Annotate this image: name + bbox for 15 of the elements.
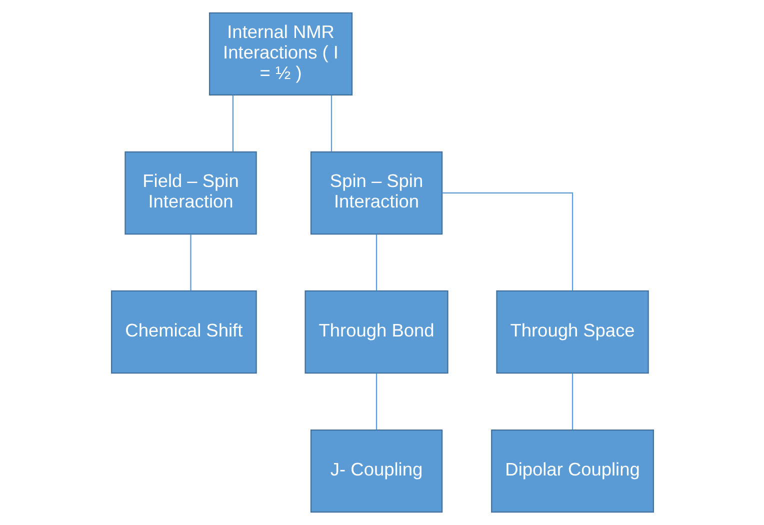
connector	[375, 373, 377, 430]
node-box: Internal NMR Interactions ( I = ½ )	[208, 12, 352, 96]
node-box: J- Coupling	[310, 429, 442, 513]
node-box: Dipolar Coupling	[490, 429, 654, 513]
connector	[571, 373, 573, 430]
node-box: Through Space	[496, 290, 648, 374]
node-box: Spin – Spin Interaction	[310, 151, 442, 235]
connector	[330, 95, 332, 152]
connector	[232, 95, 233, 152]
connector	[190, 234, 191, 291]
connector	[442, 192, 573, 291]
connector	[375, 234, 377, 291]
node-box: Field – Spin Interaction	[124, 151, 256, 235]
node-box: Through Bond	[304, 290, 448, 374]
node-box: Chemical Shift	[110, 290, 256, 374]
